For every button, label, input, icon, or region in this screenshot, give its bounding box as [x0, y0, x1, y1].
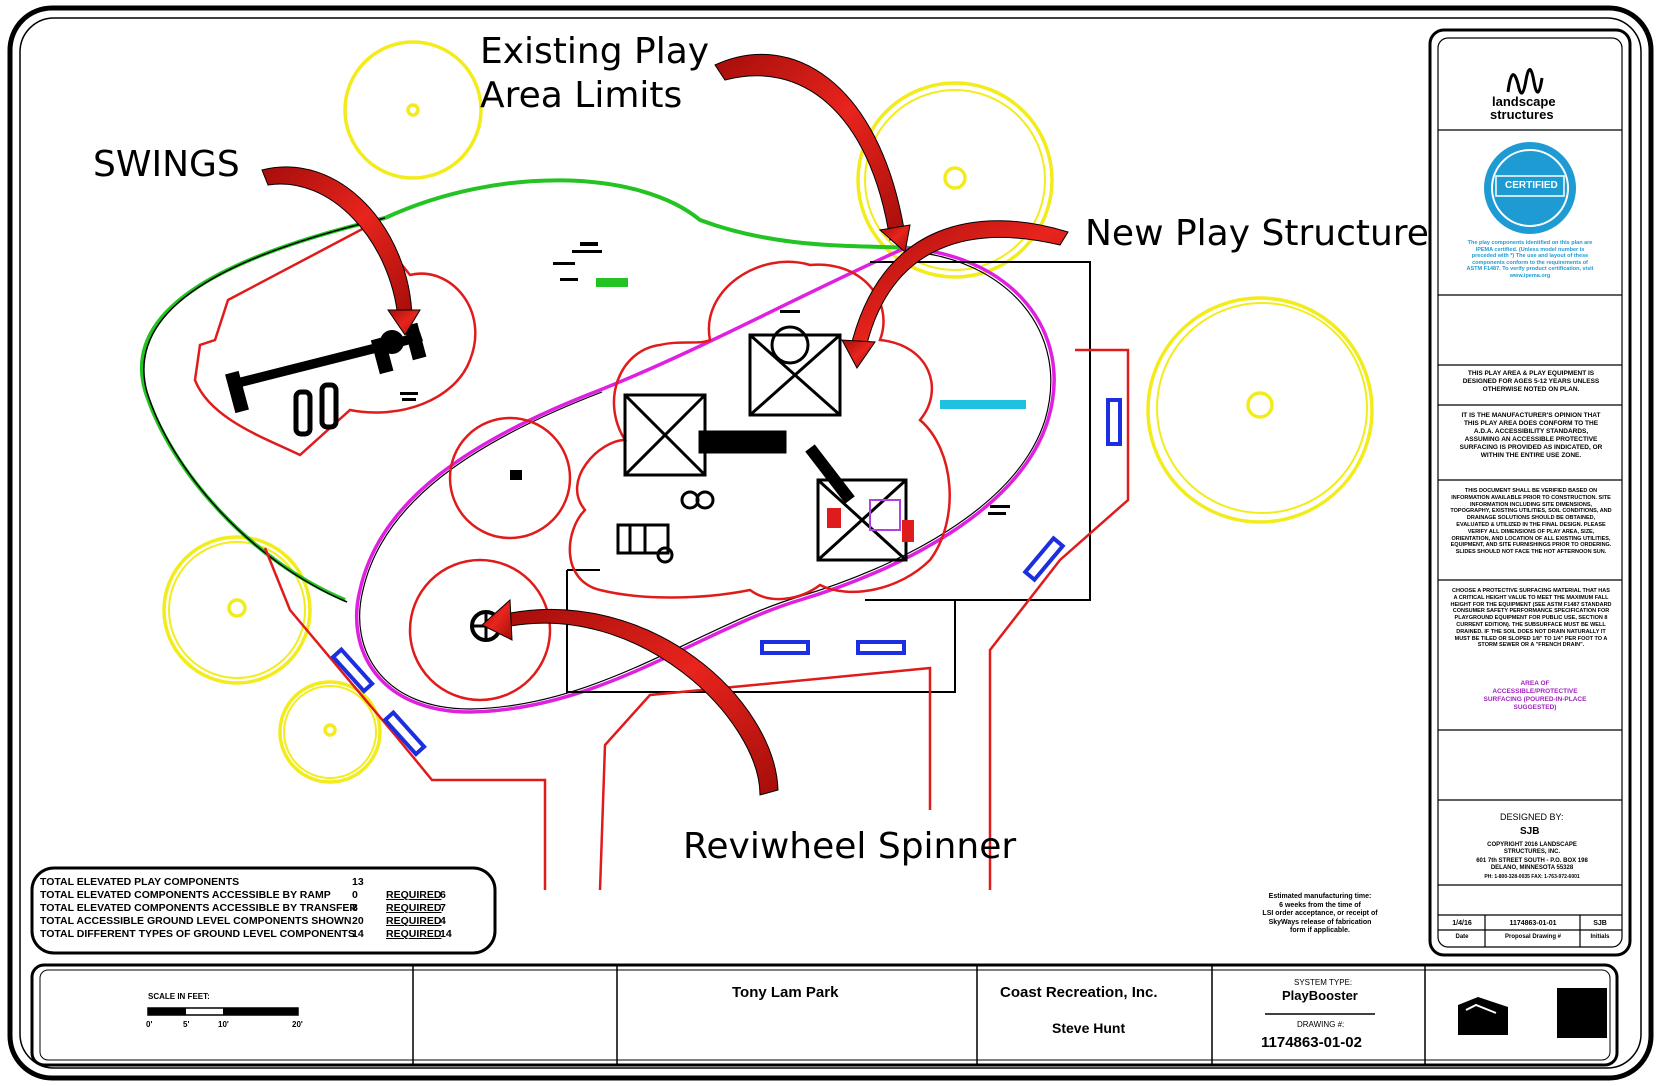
summary-value: 0: [352, 889, 358, 901]
use-zones: [193, 223, 1130, 891]
callout-existing-line1: Existing Play Area Limits: [480, 31, 710, 116]
summary-row: TOTAL ELEVATED PLAY COMPONENTS 13: [40, 876, 490, 889]
summary-req-value: [440, 876, 470, 889]
scale-label: SCALE IN FEET:: [148, 992, 210, 1001]
summary-row: TOTAL ELEVATED COMPONENTS ACCESSIBLE BY …: [40, 902, 490, 915]
summary-value: 20: [352, 915, 364, 927]
existing-play-area-boundary: [384, 178, 931, 252]
scale-tick-20: 20': [292, 1020, 303, 1029]
summary-box: [30, 866, 497, 955]
red-components: [827, 508, 914, 542]
dealer-name: Coast Recreation, Inc.: [1000, 984, 1158, 1001]
callout-new-play-structure: New Play Structure: [1085, 213, 1429, 254]
summary-req-value: 6: [440, 889, 446, 901]
summary-req-label: REQUIRED: [386, 889, 442, 901]
copyright: COPYRIGHT 2016 LANDSCAPE STRUCTURES, INC…: [1487, 842, 1577, 855]
new-surfacing-boundary: [354, 246, 1056, 714]
layout-lines: [566, 261, 1091, 693]
project-name: Tony Lam Park: [732, 984, 839, 1001]
scale-tick-0: 0': [146, 1020, 153, 1029]
summary-req-label: [386, 876, 440, 889]
sheet-inner-border: [19, 17, 1642, 1069]
side-panel-frame: [1428, 28, 1632, 957]
green-label-tag: [596, 278, 628, 287]
play-structure: [616, 325, 908, 564]
summary-row: TOTAL ELEVATED COMPONENTS ACCESSIBLE BY …: [40, 889, 490, 902]
system-type-value: PlayBooster: [1282, 988, 1358, 1003]
proposal-value: 1174863-01-01: [1509, 920, 1557, 927]
title-block-frame: [30, 963, 1619, 1067]
initials-label: Initials: [1590, 934, 1610, 940]
brand-line1: landscape: [1492, 94, 1556, 109]
callout-swings: SWINGS: [93, 144, 240, 185]
summary-req-value: 4: [440, 915, 446, 927]
site-note: THIS DOCUMENT SHALL BE VERIFIED BASED ON…: [1450, 488, 1612, 556]
benches: [330, 398, 1122, 757]
summary-req-label: REQUIRED: [386, 928, 442, 940]
callout-existing-play-area-limits: Existing Play Area Limits: [480, 30, 709, 118]
existing-trees: [162, 40, 1374, 784]
designer: SJB: [1520, 826, 1540, 837]
summary-label: TOTAL ELEVATED PLAY COMPONENTS: [40, 876, 240, 888]
lsi-mark-logo: [1458, 988, 1607, 1038]
address: 601 7th STREET SOUTH - P.O. BOX 198 DELA…: [1476, 858, 1588, 871]
manufacturing-note: Estimated manufacturing time: 6 weeks fr…: [1262, 893, 1378, 934]
initials-value: SJB: [1593, 920, 1607, 927]
phone: PH: 1-800-328-0035 FAX: 1-763-972-6001: [1484, 874, 1580, 880]
summary-req-value: 7: [440, 902, 446, 914]
summary-row: TOTAL ACCESSIBLE GROUND LEVEL COMPONENTS…: [40, 915, 490, 928]
ada-note: IT IS THE MANUFACTURER'S OPINION THAT TH…: [1459, 412, 1603, 459]
date-label: Date: [1455, 934, 1469, 940]
designed-by-label: DESIGNED BY:: [1500, 812, 1564, 822]
callout-arrows: [261, 53, 1069, 796]
sheet-border: [7, 5, 1654, 1081]
summary-req-label: REQUIRED: [386, 902, 442, 914]
equipment-labels: [400, 242, 1010, 515]
scale-tick-5: 5': [183, 1020, 190, 1029]
brand-line2: structures: [1490, 107, 1554, 122]
system-type-label: SYSTEM TYPE:: [1294, 978, 1353, 987]
summary-label: TOTAL DIFFERENT TYPES OF GROUND LEVEL CO…: [40, 928, 355, 940]
ipema-certified-seal: [1484, 142, 1576, 234]
drawing-number: 1174863-01-02: [1261, 1034, 1362, 1051]
summary-row: TOTAL DIFFERENT TYPES OF GROUND LEVEL CO…: [40, 928, 490, 941]
summary-value: 8: [352, 902, 358, 914]
scale-tick-10: 10': [218, 1020, 229, 1029]
area-note: AREA OF ACCESSIBLE/PROTECTIVE SURFACING …: [1483, 680, 1587, 711]
scale-bar: [147, 1007, 299, 1016]
summary-value: 13: [352, 876, 364, 888]
summary-req-value: 14: [440, 928, 452, 940]
surfacing-note: CHOOSE A PROTECTIVE SURFACING MATERIAL T…: [1450, 588, 1612, 649]
contact-name: Steve Hunt: [1052, 1020, 1126, 1036]
age-note: THIS PLAY AREA & PLAY EQUIPMENT IS DESIG…: [1462, 370, 1600, 393]
callout-reviwheel-spinner: Reviwheel Spinner: [683, 826, 1017, 867]
landscape-structures-logo: [1506, 68, 1544, 95]
summary-req-label: REQUIRED: [386, 915, 442, 927]
cyan-label-tag: [940, 400, 1026, 409]
drawing-label: DRAWING #:: [1297, 1020, 1345, 1029]
purple-accessible-zone: [869, 499, 901, 531]
summary-value: 14: [352, 928, 364, 940]
ipema-note: The play components identified on this p…: [1466, 240, 1594, 279]
summary-label: TOTAL ELEVATED COMPONENTS ACCESSIBLE BY …: [40, 902, 357, 914]
proposal-label: Proposal Drawing #: [1504, 934, 1561, 940]
ipema-word: CERTIFIED: [1505, 180, 1558, 191]
summary-label: TOTAL ELEVATED COMPONENTS ACCESSIBLE BY …: [40, 889, 331, 901]
swing-set: [225, 322, 427, 437]
summary-label: TOTAL ACCESSIBLE GROUND LEVEL COMPONENTS…: [40, 915, 352, 927]
date-value: 1/4/16: [1452, 920, 1472, 927]
